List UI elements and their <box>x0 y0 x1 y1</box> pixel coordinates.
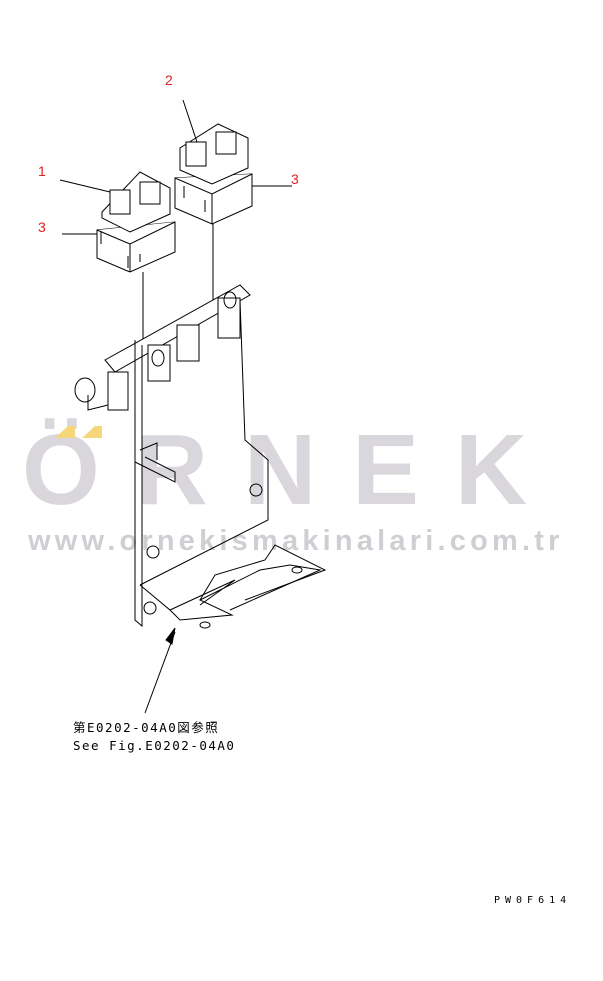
reference-arrow-line <box>144 631 176 714</box>
callout-2: 2 <box>165 72 173 88</box>
watermark-brand: ÖRNEK <box>22 414 564 526</box>
drawing-code: PW0F614 <box>494 895 572 906</box>
leader-lines <box>59 99 292 235</box>
relay-2 <box>174 123 253 225</box>
watermark-accent-left <box>55 426 75 438</box>
callout-3-right: 3 <box>291 171 299 187</box>
reference-note-en: See Fig.E0202-04A0 <box>73 738 236 753</box>
reference-note-jp: 第E0202-04A0図参照 <box>73 720 220 735</box>
watermark-accent-right <box>82 426 102 438</box>
callout-1: 1 <box>38 163 46 179</box>
watermark-url: www.ornekismakinalari.com.tr <box>28 525 564 557</box>
mounting-bracket <box>74 284 327 629</box>
wires <box>142 224 214 340</box>
relay-1 <box>96 171 176 273</box>
reference-arrow-head <box>165 627 176 645</box>
callout-3-left: 3 <box>38 219 46 235</box>
